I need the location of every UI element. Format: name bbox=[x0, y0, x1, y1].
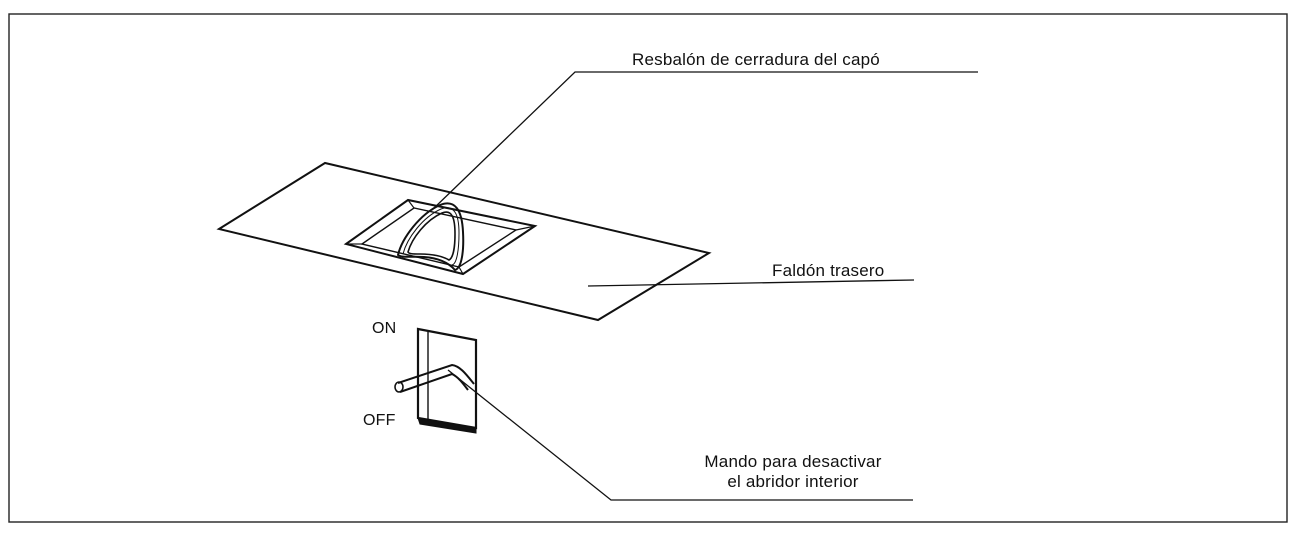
rear-skirt-panel bbox=[216, 161, 712, 322]
latch-recess-edge bbox=[407, 199, 415, 209]
handle-lever-tip bbox=[394, 381, 404, 393]
latch-striker-outer bbox=[396, 202, 465, 272]
latch-recess-edge bbox=[458, 266, 464, 275]
label-off: OFF bbox=[363, 412, 396, 429]
leader-line-latch bbox=[431, 71, 978, 211]
label-release-handle: Mando para desactivar el abridor interio… bbox=[668, 452, 918, 492]
latch-striker-inner bbox=[407, 211, 456, 261]
handle-plate-shadow bbox=[417, 417, 477, 434]
label-release-handle-line2: el abridor interior bbox=[727, 472, 859, 491]
label-release-handle-line1: Mando para desactivar bbox=[704, 452, 882, 471]
latch-striker-ridge bbox=[402, 207, 460, 266]
latch-recess-edge bbox=[515, 225, 536, 231]
label-on: ON bbox=[372, 320, 397, 337]
label-rear-skirt: Faldón trasero bbox=[772, 261, 885, 280]
leader-line-handle bbox=[447, 369, 913, 501]
handle-plate bbox=[416, 327, 478, 430]
leader-line-skirt bbox=[587, 279, 915, 287]
diagram-frame bbox=[8, 13, 1288, 523]
label-latch: Resbalón de cerradura del capó bbox=[632, 50, 880, 69]
handle-lever bbox=[397, 363, 475, 393]
